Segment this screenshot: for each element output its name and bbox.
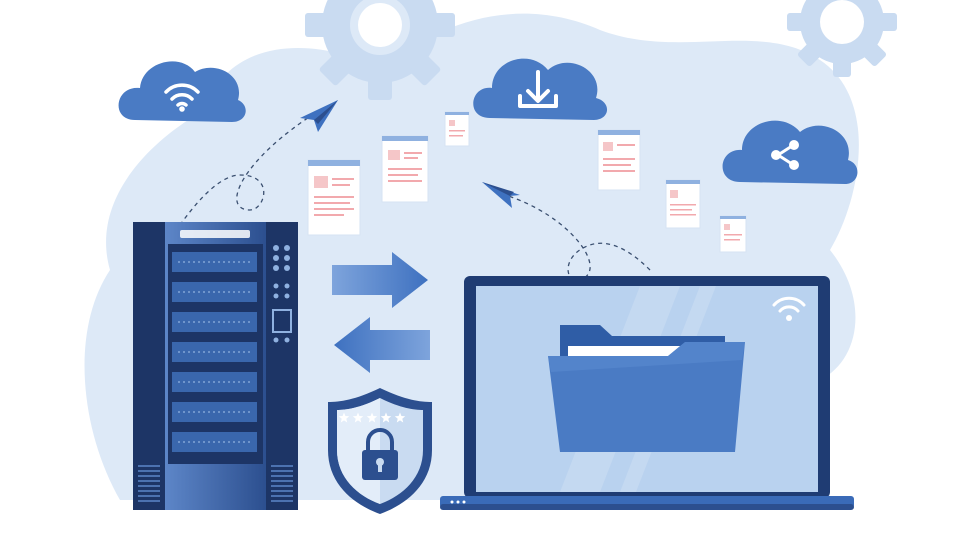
wifi-icon [772,296,806,313]
padlock-icon [362,428,398,480]
wifi-icon [164,83,200,107]
star-icon [338,412,350,423]
star-icon [352,412,364,423]
document-icon [597,129,641,191]
gear-icon [787,0,897,77]
server-rack [133,222,298,510]
paper-plane-icon [300,100,338,132]
cloud-download [473,58,608,120]
cloud-wifi [118,61,246,122]
star-icon [366,412,378,423]
arrow-right-icon [332,252,428,308]
gear-icon [305,0,455,100]
server-indicator-lights [273,245,290,343]
cloud-share [722,120,858,184]
document-icon [381,135,429,203]
paper-plane-icon [482,182,520,208]
share-icon [771,140,799,170]
download-icon [518,70,558,108]
rating-stars [338,412,406,423]
folder-icon [548,325,745,452]
document-icon [444,111,470,147]
dotted-path-server [179,109,321,226]
document-icon [665,179,701,229]
laptop [440,276,854,510]
document-icon [307,159,361,236]
security-shield [328,388,432,514]
arrow-left-icon [334,317,430,373]
star-icon [380,412,392,423]
star-icon [394,412,406,423]
server-vent [138,465,293,502]
document-icon [719,215,747,253]
